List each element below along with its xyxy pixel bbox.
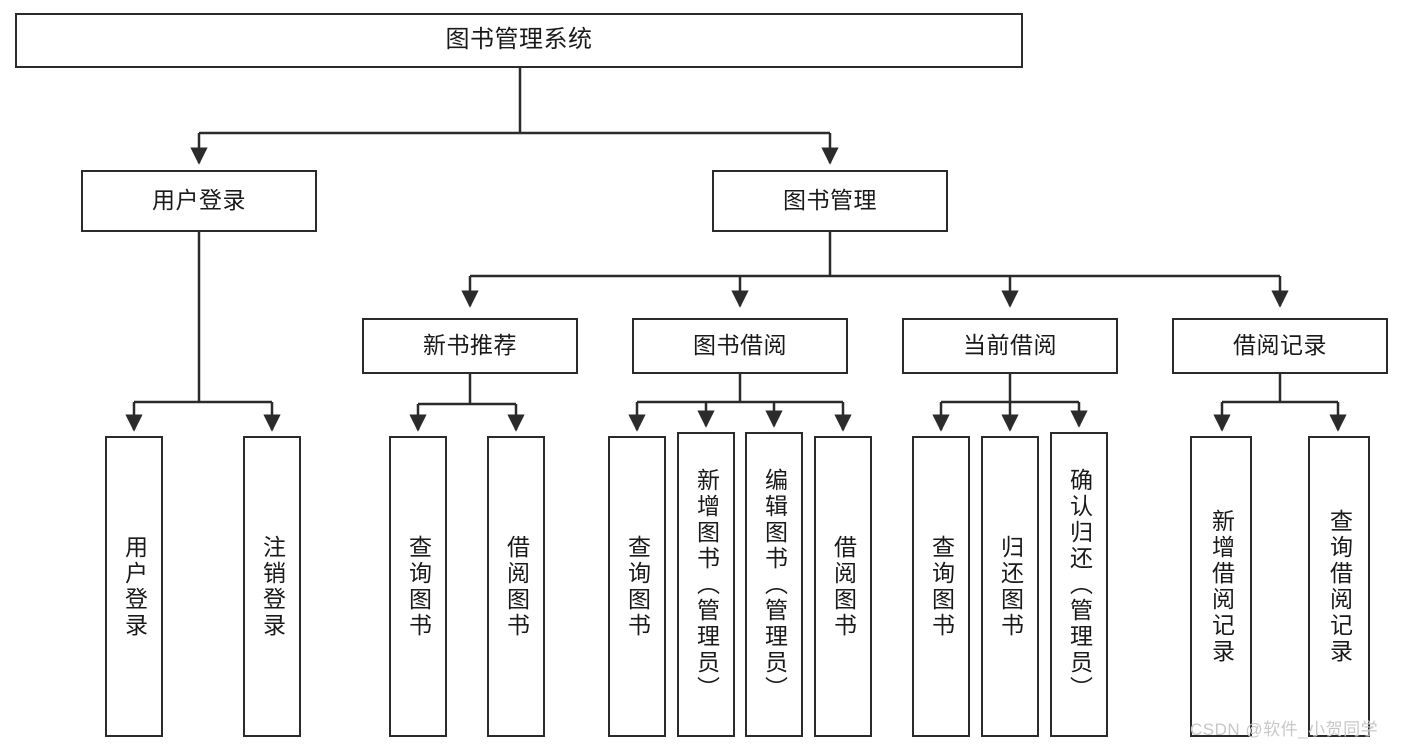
node-label: 新书推荐 bbox=[423, 332, 517, 359]
leaf-new-book-borrow[interactable]: 借阅图书 bbox=[487, 436, 545, 737]
leaf-current-return-book[interactable]: 归还图书 bbox=[981, 436, 1039, 737]
node-label: 图书借阅 bbox=[693, 332, 787, 359]
node-label: 查询图书 bbox=[928, 534, 955, 639]
leaf-current-query-book[interactable]: 查询图书 bbox=[912, 436, 970, 737]
leaf-borrow-edit-book-admin[interactable]: 编辑图书（管理员） bbox=[745, 432, 803, 737]
leaf-records-add-record[interactable]: 新增借阅记录 bbox=[1190, 436, 1252, 737]
node-user-login[interactable]: 用户登录 bbox=[81, 170, 317, 232]
node-root-system[interactable]: 图书管理系统 bbox=[15, 13, 1023, 68]
node-current-borrow[interactable]: 当前借阅 bbox=[902, 318, 1118, 374]
node-borrow-records[interactable]: 借阅记录 bbox=[1172, 318, 1388, 374]
node-label: 借阅图书 bbox=[830, 534, 857, 639]
node-label: 图书管理 bbox=[783, 187, 877, 214]
node-new-book-recommend[interactable]: 新书推荐 bbox=[362, 318, 578, 374]
node-label: 用户登录 bbox=[121, 534, 148, 639]
node-book-management[interactable]: 图书管理 bbox=[712, 170, 948, 232]
leaf-borrow-query-book[interactable]: 查询图书 bbox=[608, 436, 666, 737]
node-label: 借阅记录 bbox=[1233, 332, 1327, 359]
node-label: 当前借阅 bbox=[963, 332, 1057, 359]
leaf-user-login-signin[interactable]: 用户登录 bbox=[105, 436, 163, 737]
node-label: 确认归还（管理员） bbox=[1066, 467, 1093, 702]
node-label: 查询借阅记录 bbox=[1326, 508, 1353, 665]
leaf-records-query-record[interactable]: 查询借阅记录 bbox=[1308, 436, 1370, 737]
node-label: 归还图书 bbox=[997, 534, 1024, 639]
leaf-user-login-signout[interactable]: 注销登录 bbox=[243, 436, 301, 737]
node-label: 图书管理系统 bbox=[445, 26, 593, 54]
node-label: 新增图书（管理员） bbox=[693, 467, 720, 702]
leaf-current-confirm-return-admin[interactable]: 确认归还（管理员） bbox=[1050, 432, 1108, 737]
leaf-borrow-borrow-book[interactable]: 借阅图书 bbox=[814, 436, 872, 737]
node-label: 编辑图书（管理员） bbox=[761, 467, 788, 702]
node-label: 借阅图书 bbox=[503, 534, 530, 639]
node-label: 注销登录 bbox=[259, 534, 286, 639]
node-label: 查询图书 bbox=[624, 534, 651, 639]
node-label: 查询图书 bbox=[405, 534, 432, 639]
csdn-watermark: CSDN @软件_小贺同学 bbox=[1190, 720, 1379, 739]
node-book-borrow[interactable]: 图书借阅 bbox=[632, 318, 848, 374]
node-label: 用户登录 bbox=[152, 187, 246, 214]
leaf-borrow-add-book-admin[interactable]: 新增图书（管理员） bbox=[677, 432, 735, 737]
node-label: 新增借阅记录 bbox=[1208, 508, 1235, 665]
leaf-new-book-query[interactable]: 查询图书 bbox=[389, 436, 447, 737]
